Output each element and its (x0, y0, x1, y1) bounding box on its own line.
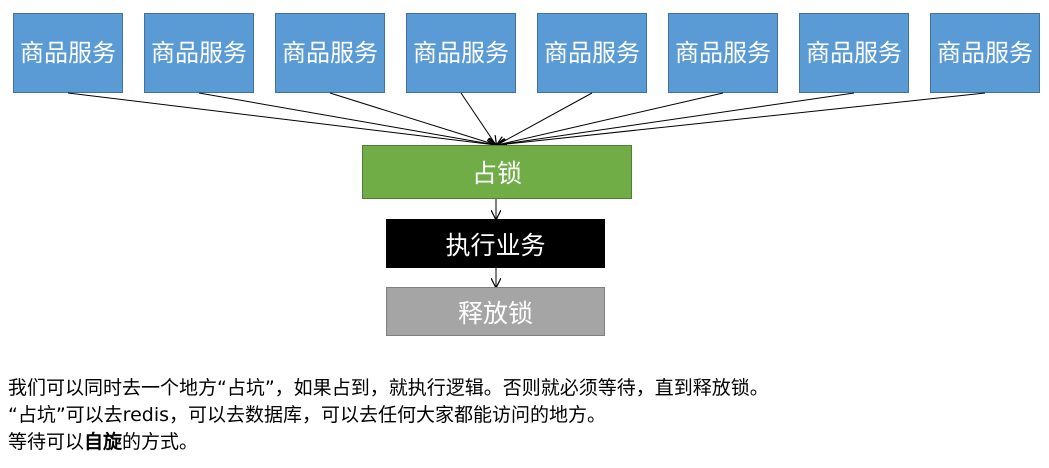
arrow-service-4-to-lock (460, 92, 496, 145)
service-box-2: 商品服务 (144, 13, 254, 93)
note-line-3-suffix: 的方式。 (122, 431, 199, 453)
note-line-2: “占坑”可以去redis，可以去数据库，可以去任何大家都能访问的地方。 (8, 404, 607, 426)
execute-step-label: 执行业务 (445, 230, 546, 260)
service-label: 商品服务 (413, 39, 509, 67)
arrow-service-3-to-lock (329, 92, 496, 145)
lock-step-label: 占锁 (471, 159, 522, 188)
arrow-service-2-to-lock (198, 92, 496, 145)
service-box-3: 商品服务 (275, 13, 385, 93)
arrow-service-5-to-lock (497, 92, 593, 145)
service-label: 商品服务 (806, 39, 902, 67)
service-label: 商品服务 (282, 39, 378, 67)
explanation-notes: 我们可以同时去一个地方“占坑”，如果占到，就执行逻辑。否则就必须等待，直到释放锁… (8, 375, 769, 456)
service-label: 商品服务 (151, 39, 247, 67)
service-box-1: 商品服务 (13, 13, 123, 93)
note-line-3-bold: 自旋 (84, 431, 123, 453)
execute-step-box: 执行业务 (386, 219, 605, 268)
release-step-box: 释放锁 (386, 287, 605, 336)
service-label: 商品服务 (675, 39, 771, 67)
arrow-service-7-to-lock (497, 92, 855, 145)
arrow-service-1-to-lock (67, 92, 496, 145)
service-box-5: 商品服务 (537, 13, 647, 93)
service-label: 商品服务 (937, 39, 1033, 67)
service-box-6: 商品服务 (668, 13, 778, 93)
service-box-8: 商品服务 (930, 13, 1040, 93)
arrow-service-8-to-lock (497, 92, 986, 145)
service-box-7: 商品服务 (799, 13, 909, 93)
release-step-label: 释放锁 (457, 298, 533, 328)
arrow-service-6-to-lock (497, 92, 724, 145)
service-label: 商品服务 (20, 39, 116, 67)
service-box-4: 商品服务 (406, 13, 516, 93)
lock-step-box: 占锁 (362, 145, 632, 199)
note-line-3-prefix: 等待可以 (8, 431, 85, 453)
note-line-3: 等待可以自旋的方式。 (8, 429, 769, 456)
service-label: 商品服务 (544, 39, 640, 67)
note-line-1: 我们可以同时去一个地方“占坑”，如果占到，就执行逻辑。否则就必须等待，直到释放锁… (8, 377, 769, 399)
